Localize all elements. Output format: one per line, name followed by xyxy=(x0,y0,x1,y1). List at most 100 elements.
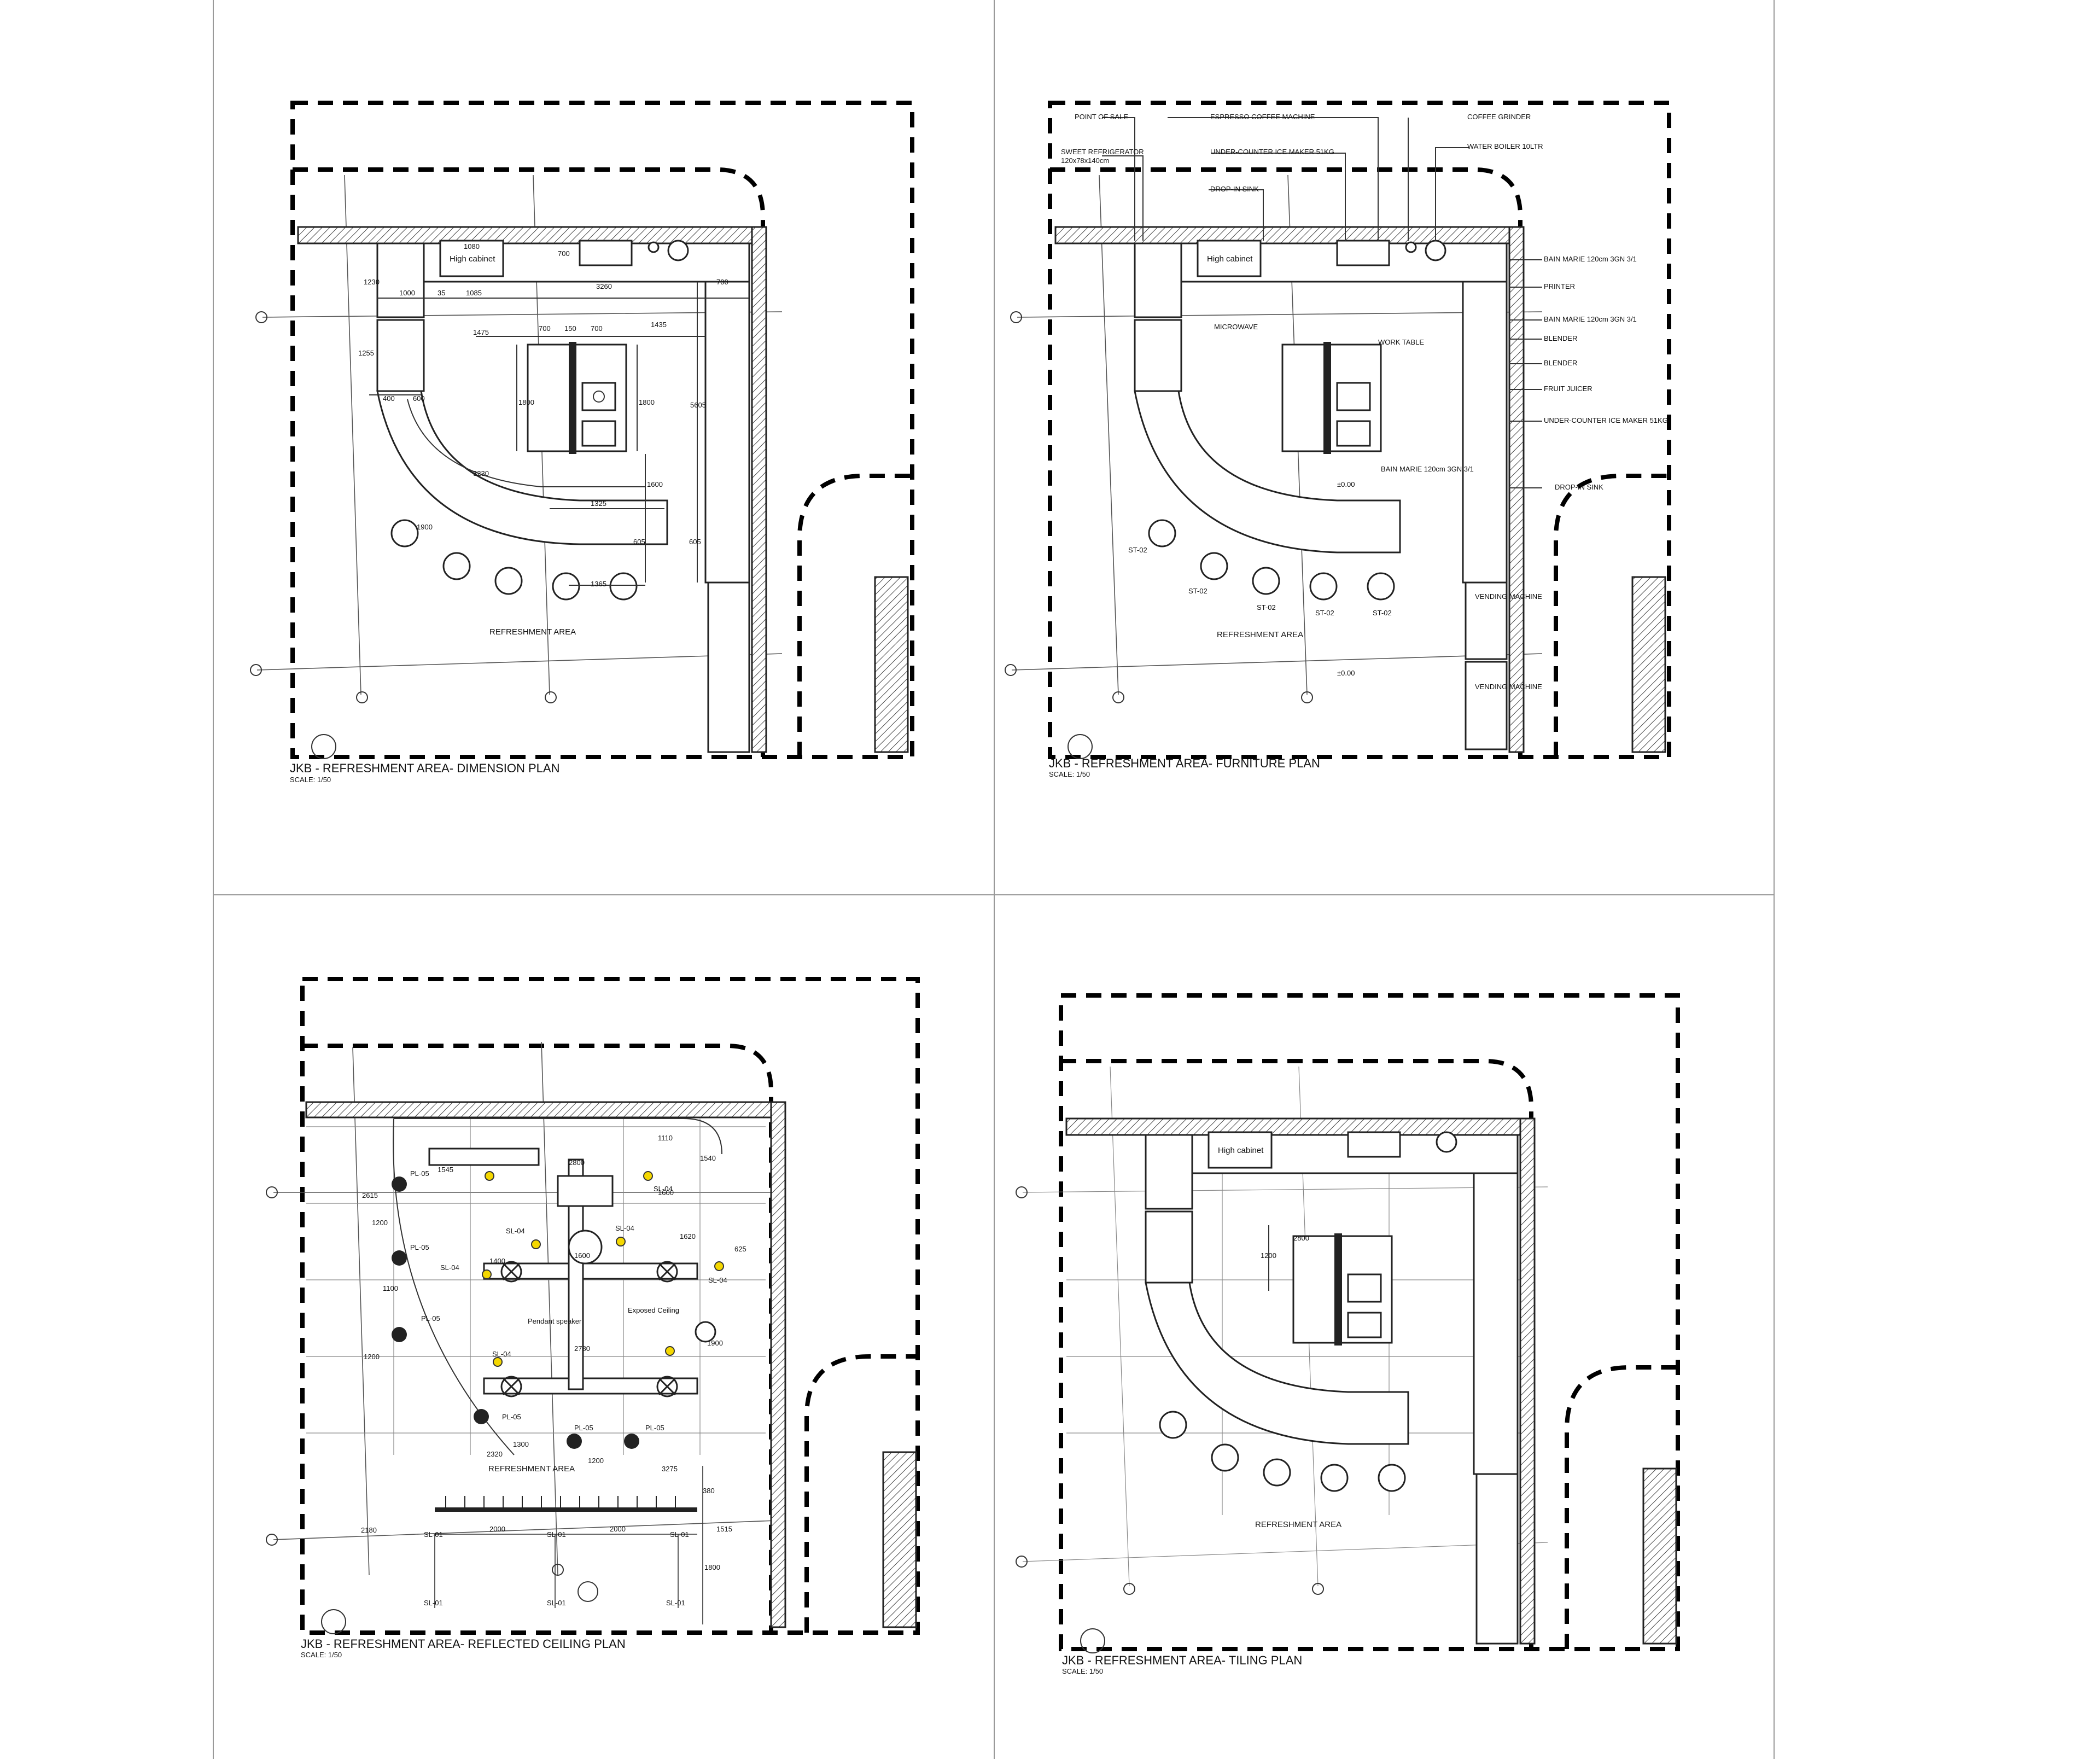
dim-text: 700 xyxy=(539,324,551,333)
light-label: SL-04 xyxy=(615,1224,634,1232)
exposed-ceiling-label: Exposed Ceiling xyxy=(628,1306,679,1314)
fridge-size-label: 120x78x140cm xyxy=(1061,156,1109,165)
dim-text: 1545 xyxy=(438,1166,453,1174)
boiler-label: WATER BOILER 10LTR xyxy=(1467,142,1543,150)
dim-text: 700 xyxy=(591,324,603,333)
light-label: SL-01 xyxy=(666,1599,685,1607)
stool-label: ST-02 xyxy=(1128,546,1147,554)
microwave-label: MICROWAVE xyxy=(1214,323,1258,331)
dim-text: 2800 xyxy=(1293,1234,1309,1242)
ice-maker-label: UNDER-COUNTER ICE MAKER 51KG xyxy=(1544,416,1668,424)
plan-title: JKB - REFRESHMENT AREA- TILING PLAN xyxy=(1062,1653,1302,1667)
ice-maker-label: UNDER-COUNTER ICE MAKER 51KG xyxy=(1210,148,1334,156)
light-label: PL-05 xyxy=(502,1413,521,1421)
dim-text: 700 xyxy=(558,249,570,258)
plan-title: JKB - REFRESHMENT AREA- DIMENSION PLAN xyxy=(290,761,559,775)
dim-text: 400 xyxy=(383,394,395,403)
vending-label: VENDING MACHINE xyxy=(1475,592,1542,601)
dim-text: 3260 xyxy=(596,282,612,290)
dim-text: 625 xyxy=(734,1245,746,1253)
tiling-plan: 2800 1200 High cabinet REFRESHMENT AREA … xyxy=(1016,993,1680,1675)
plan-scale: SCALE: 1/50 xyxy=(301,1651,342,1659)
cabinet-label: High cabinet xyxy=(1207,254,1253,264)
cabinet-label: High cabinet xyxy=(1218,1146,1264,1155)
blender-label: BLENDER xyxy=(1544,359,1577,367)
light-label: SL-04 xyxy=(708,1276,727,1284)
dim-text: 1900 xyxy=(417,523,433,531)
light-label: PL-05 xyxy=(421,1314,440,1323)
dim-text: 2320 xyxy=(487,1450,503,1458)
plan-title: JKB - REFRESHMENT AREA- FURNITURE PLAN xyxy=(1049,756,1320,770)
dim-text: 1085 xyxy=(466,289,482,297)
furniture-plan: POINT OF SALE ESPRESSO COFFEE MACHINE CO… xyxy=(1005,101,1671,778)
dim-text: 605 xyxy=(633,538,645,546)
ceiling-plan: 2800 1545 1540 1110 2615 1200 1600 1400 … xyxy=(266,977,920,1659)
area-label: REFRESHMENT AREA xyxy=(1217,630,1303,639)
dimension-plan: 1080 700 1230 1000 35 1085 3260 700 1475… xyxy=(250,101,914,784)
light-label: SL-04 xyxy=(440,1263,459,1272)
light-label: SL-01 xyxy=(547,1530,566,1539)
dim-text: 2800 xyxy=(569,1158,585,1167)
area-label: REFRESHMENT AREA xyxy=(488,1464,575,1473)
bain-marie-label: BAIN MARIE 120cm 3GN 3/1 xyxy=(1544,315,1637,323)
dim-text: 1540 xyxy=(700,1154,716,1162)
light-label: SL-04 xyxy=(492,1350,511,1358)
light-label: PL-05 xyxy=(645,1424,664,1432)
plan-scale: SCALE: 1/50 xyxy=(1049,770,1090,778)
dim-text: 2000 xyxy=(489,1525,505,1533)
dim-text: 1600 xyxy=(574,1251,590,1260)
dim-text: 1300 xyxy=(513,1440,529,1448)
dim-text: 1900 xyxy=(707,1339,723,1347)
stool-label: ST-02 xyxy=(1373,609,1392,617)
dim-text: 150 xyxy=(564,324,576,333)
dim-text: 1800 xyxy=(704,1563,720,1571)
dim-text: 2180 xyxy=(361,1526,377,1534)
dim-text: 1200 xyxy=(372,1219,388,1227)
dim-text: 1100 xyxy=(383,1284,398,1292)
dim-text: 1200 xyxy=(1261,1251,1276,1260)
dim-text: 1200 xyxy=(364,1353,380,1361)
light-label: PL-05 xyxy=(410,1243,429,1251)
sink-label: DROP-IN SINK xyxy=(1210,185,1259,193)
dim-text: 600 xyxy=(413,394,425,403)
light-label: SL-01 xyxy=(547,1599,566,1607)
stool-label: ST-02 xyxy=(1188,587,1208,595)
dim-text: 380 xyxy=(703,1487,715,1495)
plan-scale: SCALE: 1/50 xyxy=(1062,1667,1103,1675)
dim-text: 1435 xyxy=(651,321,667,329)
printer-label: PRINTER xyxy=(1544,282,1575,290)
dim-text: 3230 xyxy=(473,469,489,477)
dim-text: 2615 xyxy=(362,1191,378,1199)
sheet-frame xyxy=(213,0,1775,1759)
light-label: PL-05 xyxy=(410,1169,429,1178)
pos-label: POINT OF SALE xyxy=(1075,113,1128,121)
plan-title: JKB - REFRESHMENT AREA- REFLECTED CEILIN… xyxy=(301,1637,626,1651)
juicer-label: FRUIT JUICER xyxy=(1544,385,1592,393)
dim-text: 1800 xyxy=(518,398,534,406)
light-label: SL-01 xyxy=(424,1599,443,1607)
dim-text: 35 xyxy=(438,289,445,297)
dim-text: 1000 xyxy=(399,289,415,297)
dim-text: 1255 xyxy=(358,349,374,357)
area-label: REFRESHMENT AREA xyxy=(1255,1520,1341,1529)
cabinet-label: High cabinet xyxy=(450,254,495,264)
light-label: SL-01 xyxy=(424,1530,443,1539)
work-table-label: WORK TABLE xyxy=(1378,338,1424,346)
dim-text: 1515 xyxy=(716,1525,732,1533)
dim-text: 1620 xyxy=(680,1232,696,1240)
dim-text: 2000 xyxy=(610,1525,626,1533)
dim-text: 1600 xyxy=(647,480,663,488)
dim-text: 2780 xyxy=(574,1344,590,1353)
bain-marie-label: BAIN MARIE 120cm 3GN 3/1 xyxy=(1381,465,1474,473)
dim-text: 605 xyxy=(689,538,701,546)
stool-label: ST-02 xyxy=(1315,609,1334,617)
level-label: ±0.00 xyxy=(1337,480,1355,488)
light-label: SL-04 xyxy=(654,1185,673,1193)
stool-label: ST-02 xyxy=(1257,603,1276,611)
dim-text: 1110 xyxy=(658,1134,673,1142)
dim-text: 3275 xyxy=(662,1465,678,1473)
fridge-label: SWEET REFRIGERATOR xyxy=(1061,148,1144,156)
blender-label: BLENDER xyxy=(1544,334,1577,342)
light-label: PL-05 xyxy=(574,1424,593,1432)
